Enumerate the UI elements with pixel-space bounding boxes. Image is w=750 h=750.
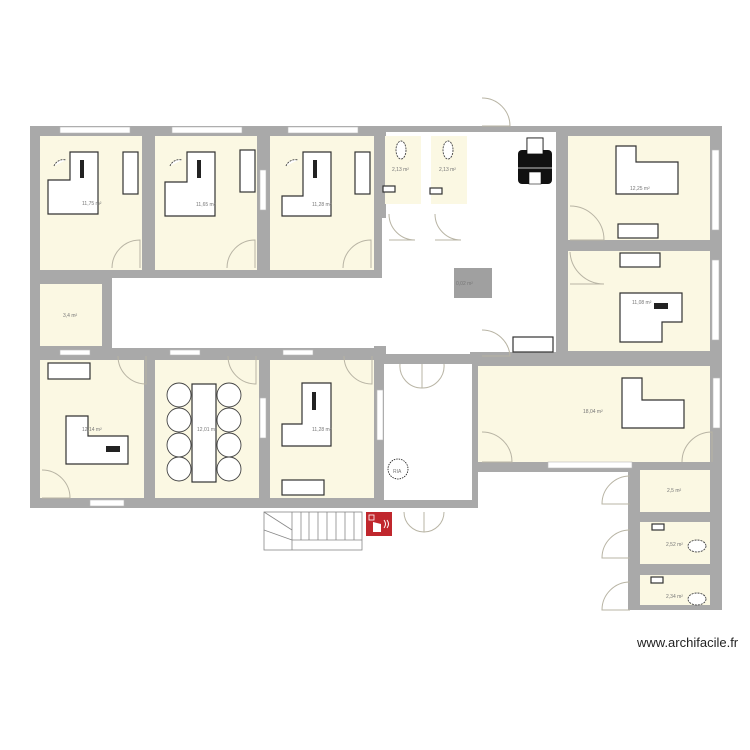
meeting-table	[166, 382, 242, 483]
desk-office-bottom-left	[47, 362, 129, 465]
room-small-1	[640, 470, 710, 512]
svg-text:12,01 m²: 12,01 m²	[197, 427, 217, 433]
bench-print-area	[512, 336, 554, 353]
wc-fixtures	[382, 140, 707, 606]
svg-text:18,04 m²: 18,04 m²	[583, 409, 603, 415]
svg-text:12,25 m²: 12,25 m²	[630, 186, 650, 192]
svg-text:11,28 m²: 11,28 m²	[312, 202, 332, 208]
staircase	[263, 511, 363, 551]
shaft	[454, 268, 492, 298]
svg-text:2,52 m²: 2,52 m²	[666, 542, 683, 548]
entrance-hall	[384, 364, 472, 500]
svg-text:0,02 m²: 0,02 m²	[456, 281, 473, 287]
svg-text:11,08 m²: 11,08 m²	[632, 300, 652, 306]
fire-alarm-icon	[366, 512, 392, 536]
svg-text:2,5 m²: 2,5 m²	[667, 488, 682, 494]
desk-office-1	[47, 151, 139, 215]
desk-office-right-top	[615, 145, 679, 239]
area-labels: 11,75 m² 11,65 m² 11,28 m² 2,13 m² 2,13 …	[63, 167, 683, 600]
printer-icon	[518, 137, 552, 185]
doors	[41, 97, 713, 611]
svg-text:RIA: RIA	[393, 469, 402, 475]
desk-office-large	[621, 377, 685, 429]
desk-office-2	[164, 149, 256, 217]
svg-text:2,13 m²: 2,13 m²	[439, 167, 456, 173]
windows	[59, 126, 721, 507]
svg-text:12,14 m²: 12,14 m²	[82, 427, 102, 433]
room-storage	[40, 284, 102, 346]
desk-office-right-mid	[619, 252, 683, 343]
desk-office-3	[281, 151, 371, 217]
svg-text:2,13 m²: 2,13 m²	[392, 167, 409, 173]
svg-text:11,65 m²: 11,65 m²	[196, 202, 216, 208]
svg-text:11,75 m²: 11,75 m²	[82, 201, 102, 207]
desk-office-bottom-mid	[281, 382, 332, 496]
svg-text:2,34 m²: 2,34 m²	[666, 594, 683, 600]
svg-text:11,28 m²: 11,28 m²	[312, 427, 332, 433]
corridor-horizontal	[112, 284, 374, 348]
svg-text:3,4 m²: 3,4 m²	[63, 313, 78, 319]
watermark-link[interactable]: www.archifacile.fr	[637, 635, 739, 650]
fire-hose-symbol	[387, 458, 409, 480]
